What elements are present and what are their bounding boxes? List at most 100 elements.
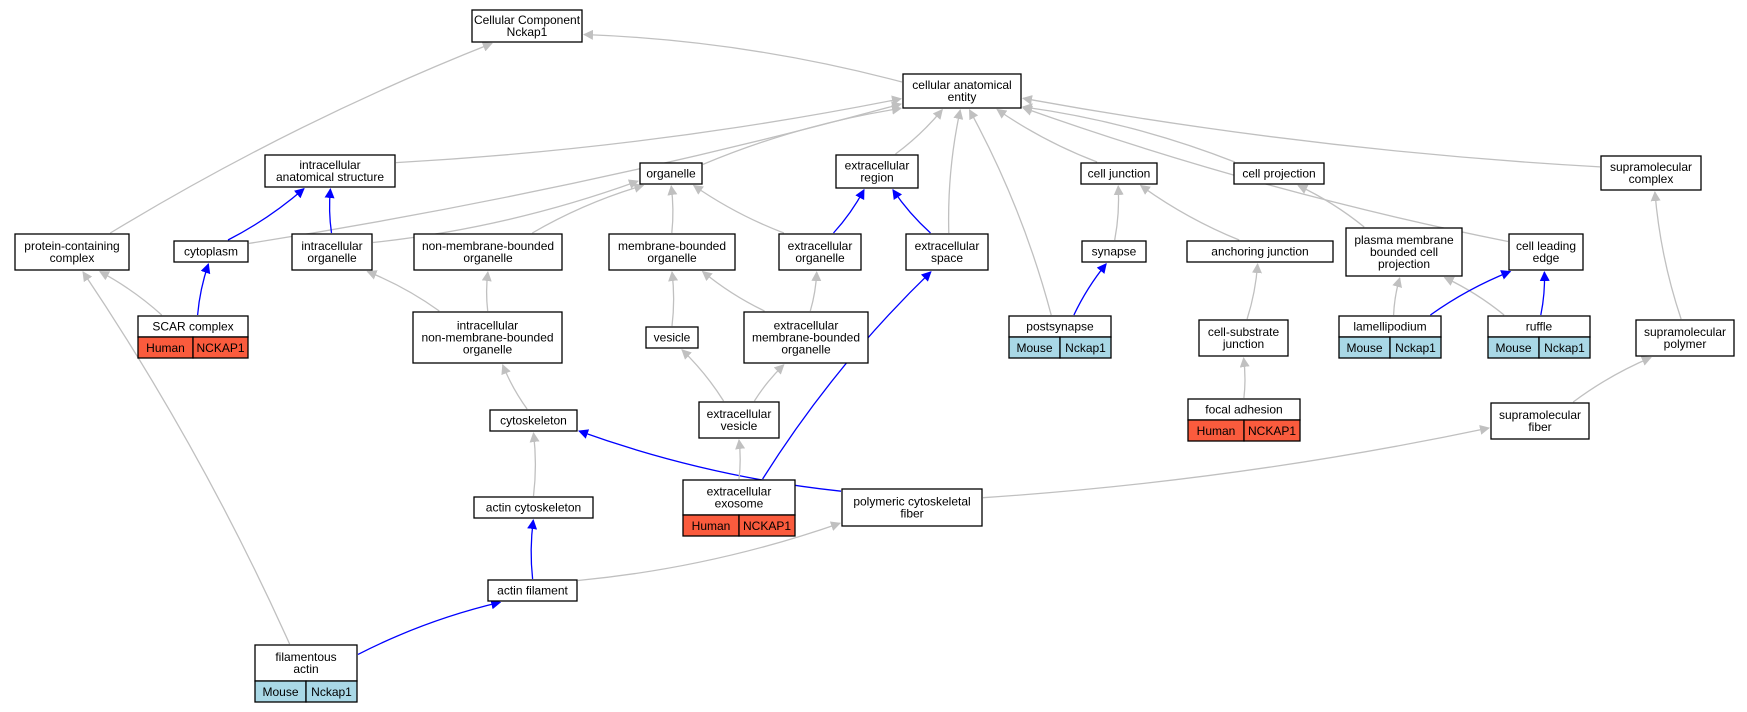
node-label: organelle [647, 251, 697, 265]
node-intra-nonmem[interactable]: intracellularnon-membrane-boundedorganel… [412, 311, 563, 364]
edge-ruffle-to-pm_projection [1443, 276, 1505, 316]
node-label: lamellipodium [1353, 320, 1426, 334]
node-anchoring-junction[interactable]: anchoring junction [1186, 240, 1334, 263]
edge-line [996, 108, 1098, 163]
edge-line [701, 270, 765, 312]
edge-ext_mem_organelle-to-ext_organelle [809, 271, 822, 312]
node-label: organelle [307, 251, 357, 265]
node-label: fiber [900, 507, 923, 521]
node-label: extracellular [788, 239, 853, 253]
node-label: ruffle [1526, 320, 1553, 334]
node-label: extracellular [774, 319, 839, 333]
node-cytoplasm[interactable]: cytoplasm [173, 240, 249, 263]
node-cell-junction[interactable]: cell junction [1080, 162, 1158, 185]
node-label: cytoskeleton [500, 414, 567, 428]
species-label: Mouse [1495, 341, 1531, 355]
edge-nonmem_organelle-to-organelle [531, 183, 645, 234]
node-box [743, 311, 869, 364]
edge-ext_space-to-ext_region [892, 188, 931, 234]
node-box [14, 233, 130, 271]
edge-line [372, 179, 639, 244]
node-cytoskeleton[interactable]: cytoskeleton [489, 409, 578, 432]
edge-postsynapse-to-synapse [1073, 263, 1107, 316]
gene-cell [305, 680, 358, 703]
gene-label: NCKAP1 [1248, 424, 1296, 438]
node-label: junction [1222, 337, 1264, 351]
edge-scar-to-protein_complex [99, 271, 163, 316]
edge-line [668, 271, 679, 327]
node-label: entity [948, 90, 977, 104]
edge-actin_filament-to-actin_cytoskeleton [527, 519, 538, 580]
edge-line [481, 271, 492, 312]
node-label: cellular anatomical [912, 78, 1011, 92]
node-actin-filament[interactable]: actin filament [487, 579, 578, 602]
node-label: intracellular [457, 319, 518, 333]
node-box [1233, 162, 1325, 185]
edge-ext_exosome-to-ext_space [762, 271, 932, 480]
edge-line [968, 109, 1052, 316]
node-label: cell-substrate [1208, 325, 1280, 339]
node-label: extracellular [707, 407, 772, 421]
node-vesicle[interactable]: vesicle [645, 326, 699, 349]
edge-line [196, 263, 211, 316]
node-label: anchoring junction [1211, 245, 1308, 259]
node-box [473, 496, 594, 519]
node-label: non-membrane-bounded [421, 331, 553, 345]
edge-line [982, 424, 1490, 499]
edge-line [895, 108, 943, 155]
node-actin-cytoskeleton[interactable]: actin cytoskeleton [473, 496, 594, 519]
edge-vesicle-to-mem_organelle [668, 271, 679, 327]
node-box [1080, 162, 1158, 185]
node-label: polymer [1664, 337, 1707, 351]
gene-label: NCKAP1 [743, 519, 791, 533]
edge-line [1392, 277, 1402, 316]
node-synapse[interactable]: synapse [1081, 240, 1147, 263]
species-label: Human [1197, 424, 1236, 438]
edge-intra_nonmem-to-nonmem_organelle [481, 271, 492, 312]
edge-line [667, 185, 678, 234]
node-cell-projection[interactable]: cell projection [1233, 162, 1325, 185]
species-gene-tag: Human NCKAP1 [1187, 419, 1301, 442]
node-label: synapse [1092, 245, 1137, 259]
node-label: actin cytoskeleton [486, 501, 581, 515]
gene-cell [1059, 336, 1112, 359]
edge-synapse-to-cell_junction [1113, 185, 1124, 241]
node-box [264, 154, 396, 188]
edge-line [227, 187, 305, 241]
node-label: SCAR complex [152, 320, 233, 334]
edge-ext_mem_organelle-to-mem_organelle [701, 270, 765, 312]
node-label: polymeric cytoskeletal [853, 495, 970, 509]
edge-ext_space-to-cae [947, 109, 964, 234]
node-organelle[interactable]: organelle [639, 162, 703, 185]
gene-label: NCKAP1 [196, 341, 244, 355]
